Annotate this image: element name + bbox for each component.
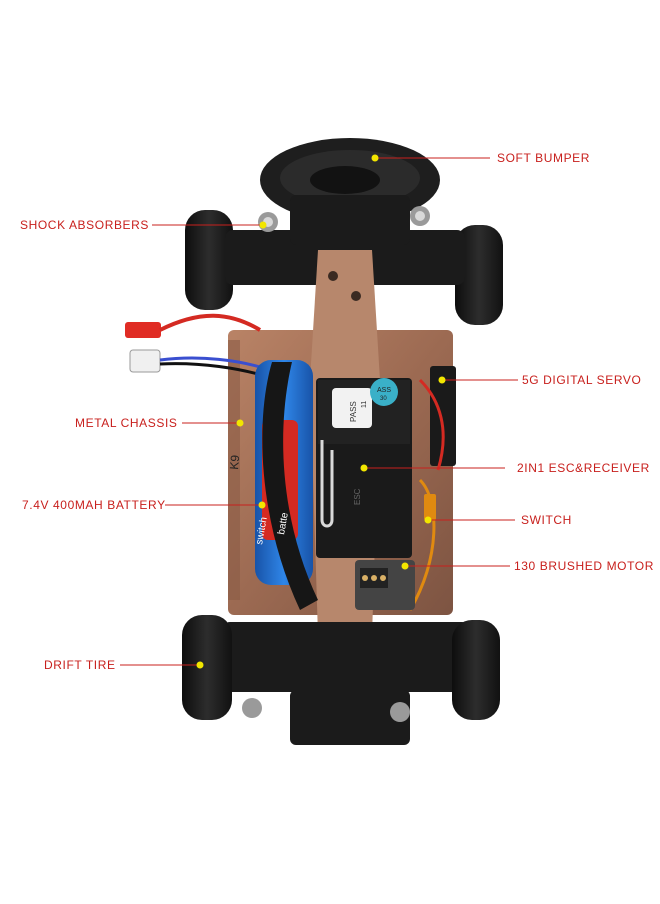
label-brushed-motor: 130 BRUSHED MOTOR xyxy=(514,559,655,573)
label-esc-receiver: 2IN1 ESC&RECEIVER xyxy=(517,461,650,475)
servo-sticker-text: ASS xyxy=(377,387,391,394)
label-digital-servo: 5G DIGITAL SERVO xyxy=(522,373,642,387)
battery-print-1: switch xyxy=(254,516,270,545)
front-left-tire xyxy=(185,210,233,310)
servo-sticker-number: 30 xyxy=(380,396,387,402)
pass-sticker xyxy=(332,388,372,428)
servo-sticker xyxy=(370,378,398,406)
leader-lines xyxy=(120,157,518,666)
pass-sticker-text: PASS xyxy=(349,401,358,422)
label-battery: 7.4V 400MAH BATTERY xyxy=(22,498,166,512)
rear-suspension xyxy=(222,622,470,692)
switch xyxy=(424,494,436,520)
rear-left-tire xyxy=(182,615,232,720)
label-soft-bumper: SOFT BUMPER xyxy=(497,151,591,165)
front-right-tire xyxy=(455,225,503,325)
battery-print-2: batte xyxy=(276,511,291,535)
label-shock-absorbers: SHOCK ABSORBERS xyxy=(20,218,150,232)
label-metal-chassis: METAL CHASSIS xyxy=(75,416,178,430)
digital-servo xyxy=(430,366,456,466)
pass-sticker-number: 11 xyxy=(361,401,368,408)
rear-right-tire xyxy=(452,620,500,720)
label-switch: SWITCH xyxy=(521,513,572,527)
battery-brand-text: K9 xyxy=(227,454,242,470)
indicator-dots xyxy=(196,154,446,669)
switch-wire xyxy=(408,478,436,611)
board-print: ESC xyxy=(353,488,362,505)
label-drift-tire: DRIFT TIRE xyxy=(44,658,116,672)
battery-connector xyxy=(125,322,161,338)
